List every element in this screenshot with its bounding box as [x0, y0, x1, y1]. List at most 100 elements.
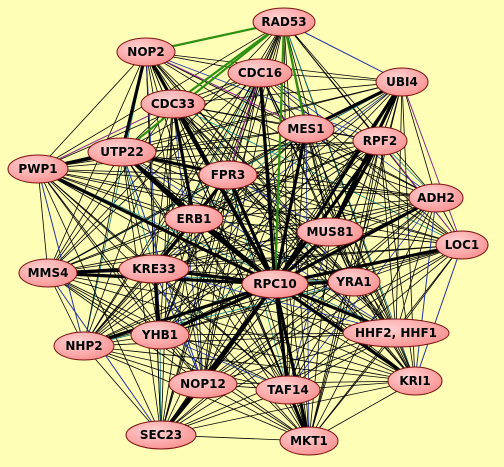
node-mms4[interactable]: MMS4	[18, 258, 78, 288]
node-ellipse[interactable]	[227, 58, 293, 88]
node-label: ADH2	[417, 191, 455, 205]
edge-line	[227, 21, 285, 176]
node-erb1[interactable]: ERB1	[164, 204, 224, 234]
node-mes1[interactable]: MES1	[277, 114, 335, 144]
node-pwp1[interactable]: PWP1	[7, 154, 69, 184]
node-ellipse[interactable]	[130, 320, 190, 350]
edge-line	[120, 20, 286, 154]
node-label: MKT1	[290, 434, 328, 448]
node-fpr3[interactable]: FPR3	[198, 160, 258, 190]
edge-line	[172, 81, 403, 105]
node-adh2[interactable]: ADH2	[408, 183, 464, 213]
heavy-edge-line	[273, 243, 464, 286]
edge-line	[193, 218, 289, 391]
node-label: NOP12	[180, 377, 226, 391]
node-ubi4[interactable]: UBI4	[375, 67, 429, 97]
edge-line	[202, 197, 437, 385]
node-ellipse[interactable]	[118, 254, 190, 284]
node-yhb1[interactable]: YHB1	[130, 320, 190, 350]
edge-line	[202, 174, 229, 385]
node-label: LOC1	[445, 238, 480, 252]
edge-line	[83, 345, 416, 382]
node-utp22[interactable]: UTP22	[87, 137, 157, 167]
edge-line	[159, 334, 416, 382]
node-ellipse[interactable]	[53, 331, 115, 361]
node-ellipse[interactable]	[18, 258, 78, 288]
node-mkt1[interactable]: MKT1	[279, 426, 339, 456]
node-nop12[interactable]: NOP12	[168, 369, 238, 399]
node-ellipse[interactable]	[296, 217, 364, 247]
node-ellipse[interactable]	[168, 369, 238, 399]
edge-line	[47, 272, 416, 382]
edge-line	[401, 81, 463, 246]
node-ellipse[interactable]	[116, 37, 176, 67]
node-ellipse[interactable]	[7, 154, 69, 184]
node-ellipse[interactable]	[255, 375, 321, 405]
edge-line	[47, 51, 147, 274]
node-kri1[interactable]: KRI1	[387, 366, 443, 396]
node-rpf2[interactable]: RPF2	[352, 126, 408, 156]
node-label: YRA1	[335, 275, 372, 289]
heavy-edge-line	[120, 50, 148, 154]
edge-line	[153, 268, 310, 442]
edge-line	[193, 72, 261, 220]
node-ellipse[interactable]	[164, 204, 224, 234]
edge-line	[287, 244, 463, 391]
edge-line	[153, 128, 307, 270]
edge-line	[159, 174, 229, 336]
node-nhp2[interactable]: NHP2	[53, 331, 115, 361]
node-ellipse[interactable]	[277, 114, 335, 144]
heavy-edge-line	[328, 139, 382, 234]
node-ellipse[interactable]	[408, 183, 464, 213]
edge-line	[159, 81, 403, 336]
node-kre33[interactable]: KRE33	[118, 254, 190, 284]
edge-line	[353, 197, 437, 283]
node-ellipse[interactable]	[387, 366, 443, 396]
node-label: RPF2	[363, 134, 398, 148]
node-ellipse[interactable]	[241, 269, 309, 299]
heavy-edge-line	[171, 102, 196, 221]
node-label: UTP22	[100, 145, 143, 159]
node-sec23[interactable]: SEC23	[125, 420, 197, 450]
node-ellipse[interactable]	[342, 318, 450, 348]
edge-line	[37, 168, 416, 382]
node-label: CDC16	[238, 66, 282, 80]
edge-line	[47, 151, 123, 274]
node-hhf2[interactable]: HHF2, HHF1	[342, 318, 450, 348]
node-ellipse[interactable]	[125, 420, 197, 450]
edge-line	[121, 151, 162, 436]
edge-line	[37, 140, 381, 170]
heavy-edge-line	[258, 71, 277, 286]
edge-line	[83, 140, 381, 347]
node-cdc16[interactable]: CDC16	[227, 58, 293, 88]
node-ellipse[interactable]	[435, 230, 489, 260]
node-ellipse[interactable]	[252, 7, 316, 37]
node-cdc33[interactable]: CDC33	[140, 89, 206, 119]
edge-line	[145, 51, 307, 130]
node-ellipse[interactable]	[375, 67, 429, 97]
node-label: SEC23	[140, 428, 182, 442]
edge-line	[282, 20, 308, 131]
node-loc1[interactable]: LOC1	[435, 230, 489, 260]
edge-line	[47, 103, 174, 274]
heavy-edge-line	[82, 282, 277, 348]
node-nop2[interactable]: NOP2	[116, 37, 176, 67]
heavy-edge-line	[36, 167, 277, 286]
edge-line	[37, 168, 162, 436]
heavy-edge-line	[273, 127, 308, 286]
node-mus81[interactable]: MUS81	[296, 217, 364, 247]
node-ellipse[interactable]	[352, 126, 408, 156]
node-ellipse[interactable]	[140, 89, 206, 119]
node-label: PWP1	[18, 162, 57, 176]
node-ellipse[interactable]	[87, 137, 157, 167]
node-taf14[interactable]: TAF14	[255, 375, 321, 405]
node-ellipse[interactable]	[198, 160, 258, 190]
node-ellipse[interactable]	[279, 426, 339, 456]
node-ellipse[interactable]	[327, 267, 381, 297]
node-yra1[interactable]: YRA1	[327, 267, 381, 297]
node-rad53[interactable]: RAD53	[252, 7, 316, 37]
edge-line	[283, 21, 310, 442]
node-rpc10[interactable]: RPC10	[241, 269, 309, 299]
edge-line	[83, 231, 331, 347]
